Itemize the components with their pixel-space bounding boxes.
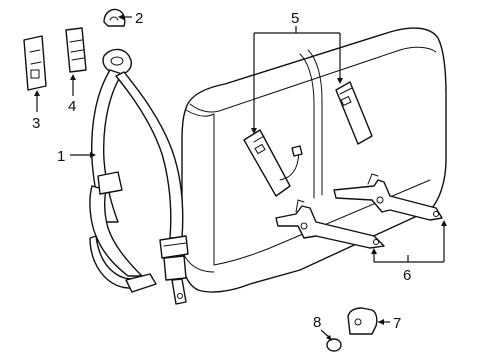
guide-cover-part: [103, 8, 126, 27]
callout-labels: 1 2 3 4 5 6 7 8: [32, 10, 411, 332]
callout-4: 4: [68, 98, 76, 115]
callout-1: 1: [57, 148, 65, 165]
callout-8: 8: [313, 314, 321, 331]
leader-lines: [34, 14, 447, 341]
anchor-bracket-part: [275, 173, 443, 249]
callout-5: 5: [291, 10, 299, 27]
retractor-cover-part: [347, 307, 378, 335]
callout-2: 2: [135, 10, 143, 27]
callout-3: 3: [32, 115, 40, 132]
cap-part: [326, 338, 342, 352]
center-buckle-part: [243, 81, 373, 197]
anchor-plate-part: [23, 35, 47, 91]
shoulder-belt-assembly: [89, 48, 189, 305]
rear-seat-illustration: [181, 27, 447, 293]
callout-7: 7: [393, 315, 401, 332]
callout-6: 6: [403, 267, 411, 284]
buckle-cover-part: [65, 27, 87, 73]
